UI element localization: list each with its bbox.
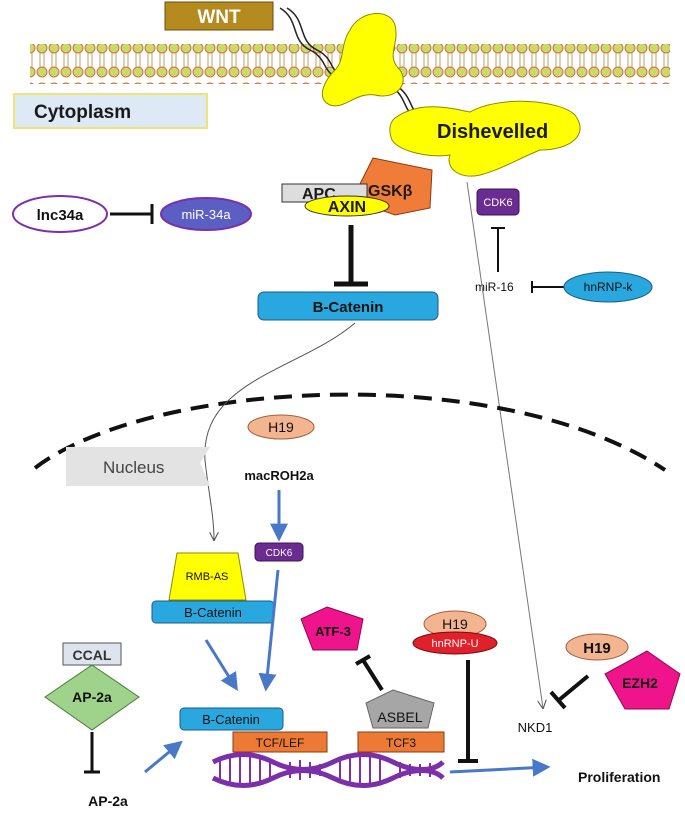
nkd1-label: NKD1	[518, 720, 553, 735]
nucleus-label: Nucleus	[103, 458, 164, 477]
cdk6-mid-to-low-arrow	[258, 569, 280, 692]
hnrnpu-ellipse	[412, 631, 498, 655]
cdk6-mid-label: CDK6	[266, 548, 293, 559]
lnc34a-label: lnc34a	[37, 207, 84, 224]
ezh2-pentagon	[604, 650, 681, 710]
dna-helix	[211, 752, 445, 788]
mir16-label: miR-16	[475, 280, 514, 294]
asbel-label: ASBEL	[377, 709, 422, 725]
bcatenin-low-box	[179, 707, 284, 731]
ezh2-inhibit-line	[557, 674, 590, 702]
rmbas-label: RMB-AS	[186, 571, 229, 583]
hnrnpu-label: hnRNP-U	[431, 638, 478, 650]
ezh2-inhibit-bar	[549, 690, 567, 710]
ap2a-diamond	[44, 664, 140, 731]
cytoplasm-box	[13, 93, 208, 129]
cytoplasm-label: Cytoplasm	[34, 102, 131, 123]
h19-top-ellipse	[247, 414, 315, 440]
cdk6-mid-box	[254, 542, 304, 562]
dishevelled-shape	[389, 100, 581, 177]
dishevelled-to-nkd1-line	[466, 181, 543, 708]
proliferation-label: Proliferation	[578, 769, 660, 785]
bcatenin-mid-label: B-Catenin	[184, 605, 242, 620]
bcatenin-top-label: B-Catenin	[313, 299, 384, 316]
axin-ellipse	[304, 195, 390, 217]
ap2a-bottom-label: AP-2a	[88, 793, 128, 809]
asbel-inhibit-line	[361, 658, 384, 692]
ccal-label: CCAL	[73, 647, 112, 663]
cdk6-top-box	[476, 188, 520, 216]
h19-right-label: H19	[583, 640, 611, 657]
ap2a-to-bcatenin-arrow	[144, 740, 183, 774]
frizzled-receptor	[321, 13, 404, 107]
h19-mid-label: H19	[442, 616, 468, 632]
cdk6-top-label: CDK6	[483, 197, 512, 209]
tcf3-box	[357, 731, 445, 753]
h19-right-ellipse	[565, 633, 629, 661]
wnt-box	[164, 1, 274, 31]
receptor-line-top	[279, 7, 346, 81]
wnt-label: WNT	[197, 7, 241, 28]
asbel-inhibit-bar	[355, 654, 371, 666]
atf3-pentagon	[300, 606, 364, 651]
lnc34a-ellipse	[12, 195, 108, 233]
rmbas-trapezoid	[168, 552, 247, 601]
nuclear-membrane	[33, 392, 667, 472]
bcatenin-top-box	[257, 291, 439, 321]
axin-label: AXIN	[328, 199, 366, 216]
hnrnpk-ellipse	[563, 271, 653, 303]
ap2a-diamond-label: AP-2a	[72, 689, 112, 705]
hnrnpk-label: hnRNP-k	[584, 280, 634, 294]
atf3-label: ATF-3	[315, 624, 351, 639]
tcf3-label: TCF3	[386, 736, 416, 750]
h19-top-label: H19	[268, 419, 294, 435]
asbel-pentagon	[365, 689, 435, 729]
tcflef-label: TCF/LEF	[256, 736, 305, 750]
tcflef-box	[232, 731, 328, 753]
mir34a-label: miR-34a	[181, 207, 231, 222]
dna-to-proliferation-arrow	[449, 758, 551, 777]
nucleus-label-box	[66, 447, 210, 486]
bcatenin-low-label: B-Catenin	[202, 712, 260, 727]
macroh2a-label: macROH2a	[244, 468, 314, 483]
mir34a-ellipse	[160, 197, 252, 231]
bcatenin-translocation-line	[204, 322, 356, 540]
gsk-label: GSKβ	[368, 183, 413, 200]
dishevelled-label: Dishevelled	[437, 121, 548, 143]
bcatenin-mid-to-low-arrow	[204, 639, 238, 692]
ezh2-label: EZH2	[622, 675, 658, 691]
